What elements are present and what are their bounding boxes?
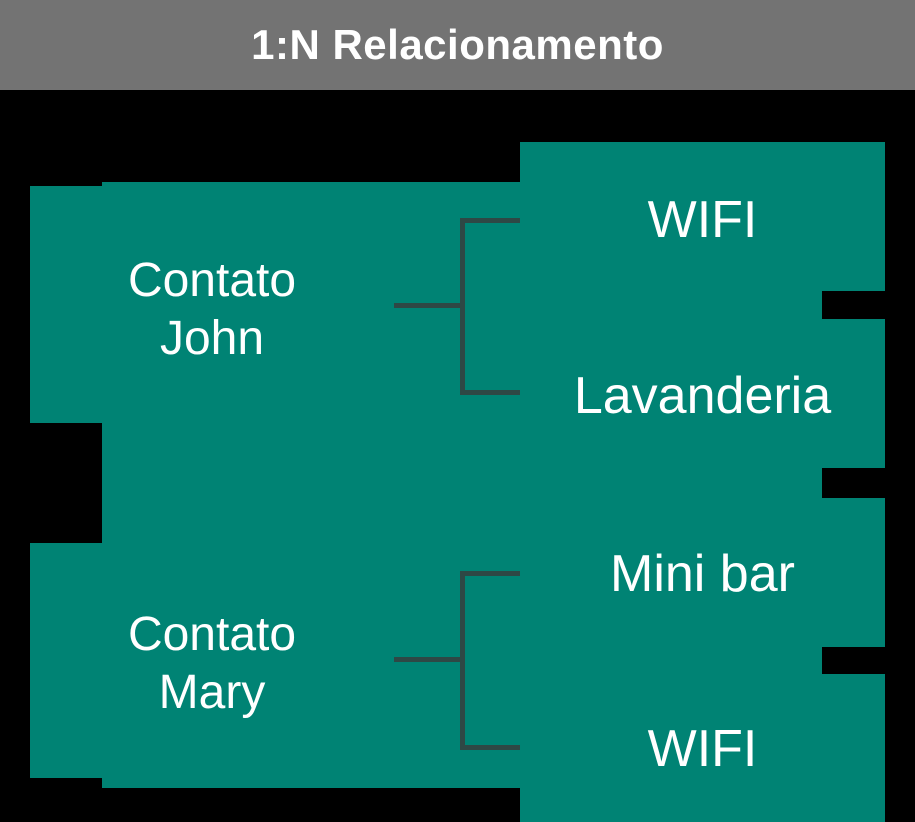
connector-john-stub bbox=[394, 303, 464, 308]
service-gap-notch-2 bbox=[822, 468, 915, 498]
connector-mary-arm-top bbox=[460, 571, 520, 576]
contact-john-box-left bbox=[30, 186, 102, 423]
service-label-wifi-top: WIFI bbox=[647, 191, 758, 249]
contact-mary-box-left bbox=[30, 543, 102, 778]
page-title: 1:N Relacionamento bbox=[251, 21, 664, 68]
service-label-lavanderia: Lavanderia bbox=[573, 367, 832, 425]
header-bar: 1:N Relacionamento bbox=[0, 0, 915, 90]
contact-john-label: Contato John bbox=[30, 252, 394, 368]
connector-john-arm-top bbox=[460, 218, 520, 223]
connector-mary-spine bbox=[460, 571, 465, 750]
contact-mary-label-line2: Mary bbox=[158, 666, 266, 719]
service-gap-notch-3 bbox=[822, 647, 915, 674]
connector-mary-stub bbox=[394, 657, 464, 662]
contact-john-label-line2: John bbox=[159, 312, 265, 365]
connector-john-arm-bottom bbox=[460, 390, 520, 395]
service-label-wifi-bottom: WIFI bbox=[647, 720, 758, 778]
contact-mary-label: Contato Mary bbox=[30, 606, 394, 722]
contact-john-label-line1: Contato bbox=[127, 254, 297, 307]
contact-mary-label-line1: Contato bbox=[127, 608, 297, 661]
connector-john-spine bbox=[460, 218, 465, 395]
service-label-mini-bar: Mini bar bbox=[610, 545, 795, 603]
diagram-mid-block bbox=[102, 182, 520, 788]
service-gap-notch-1 bbox=[822, 291, 915, 319]
connector-mary-arm-bottom bbox=[460, 745, 520, 750]
